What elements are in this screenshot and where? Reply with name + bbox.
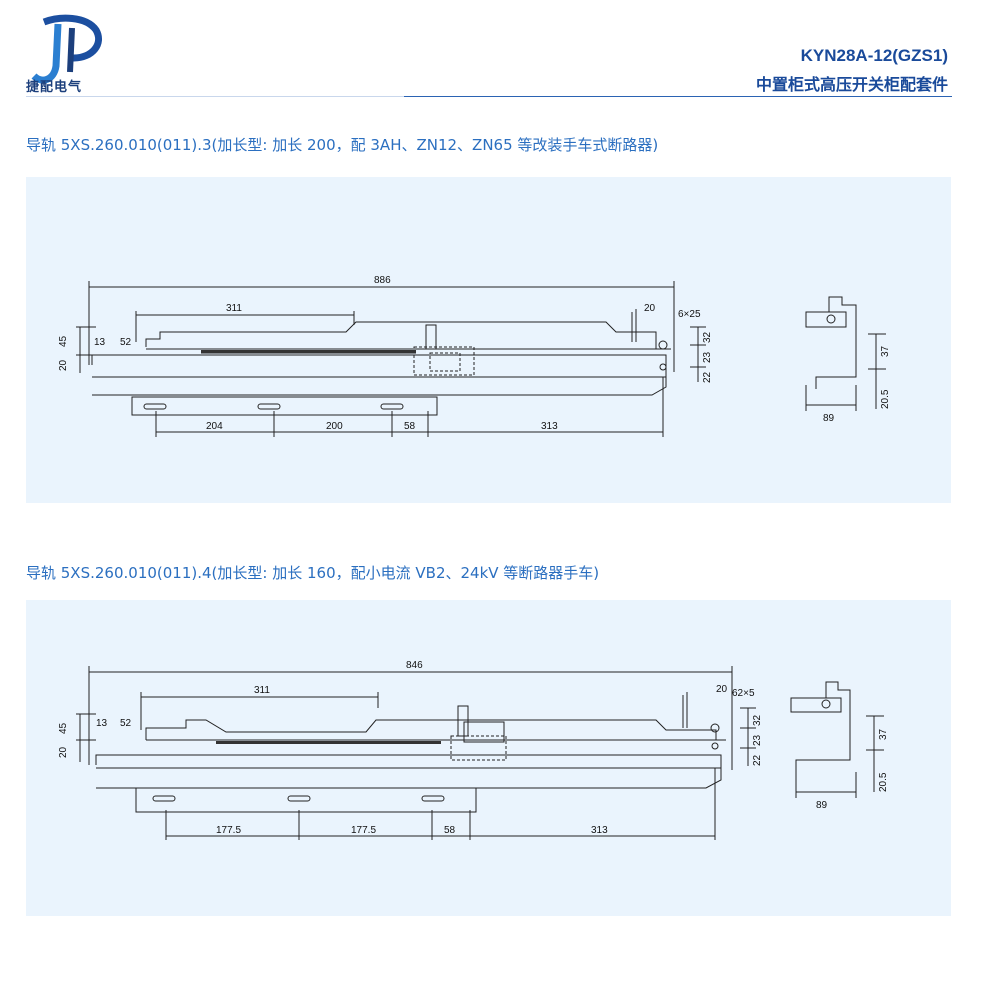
dim-23: 23 (702, 351, 713, 363)
dim-side-37: 37 (878, 728, 889, 740)
dim-bottom-3: 58 (444, 825, 456, 836)
header-divider-light (26, 96, 406, 97)
company-logo-icon (31, 14, 102, 84)
dim-overall: 886 (374, 275, 391, 286)
dim-overall: 846 (406, 660, 423, 671)
dim-bottom-4: 313 (541, 421, 558, 432)
dim-side-20-5: 20.5 (880, 389, 891, 409)
dim-slot: 6×25 (678, 309, 701, 320)
dim-side-89: 89 (823, 413, 835, 424)
dim-bottom-2: 177.5 (351, 825, 376, 836)
dim-top-span: 311 (254, 685, 270, 696)
rail-drawing-2: 846 311 20 62×5 13 52 45 20 32 23 22 177… (58, 660, 889, 840)
product-model: KYN28A-12(GZS1) (800, 46, 948, 65)
dim-13: 13 (94, 337, 106, 348)
rail-drawing-1: 886 311 20 6×25 13 52 45 20 32 23 22 204… (58, 275, 891, 437)
drawing-panel-1: 886 311 20 6×25 13 52 45 20 32 23 22 204… (26, 177, 951, 503)
dim-slot: 62×5 (732, 688, 755, 699)
dim-32: 32 (752, 714, 763, 726)
dim-tab: 20 (644, 303, 656, 314)
dim-45: 45 (58, 335, 69, 347)
drawing-panel-2: 846 311 20 62×5 13 52 45 20 32 23 22 177… (26, 600, 951, 916)
dim-bottom-2: 200 (326, 421, 343, 432)
product-subtitle: 中置柜式高压开关柜配套件 (755, 75, 948, 94)
header-divider (404, 96, 952, 97)
dim-52: 52 (120, 337, 132, 348)
dim-tab: 20 (716, 684, 728, 695)
dim-side-37: 37 (880, 345, 891, 357)
dim-top-span: 311 (226, 303, 242, 314)
dim-20: 20 (58, 359, 69, 371)
dim-22: 22 (702, 371, 713, 383)
section-2-title: 导轨 5XS.260.010(011).4(加长型: 加长 160，配小电流 V… (26, 564, 600, 582)
section-1-title: 导轨 5XS.260.010(011).3(加长型: 加长 200，配 3AH、… (26, 136, 659, 154)
dim-bottom-3: 58 (404, 421, 416, 432)
dim-side-20-5: 20.5 (878, 772, 889, 792)
dim-22: 22 (752, 754, 763, 766)
dim-32: 32 (702, 331, 713, 343)
dim-13: 13 (96, 718, 108, 729)
dim-45: 45 (58, 722, 69, 734)
dim-side-89: 89 (816, 800, 828, 811)
dim-23: 23 (752, 734, 763, 746)
dim-bottom-1: 204 (206, 421, 223, 432)
dim-52: 52 (120, 718, 132, 729)
dim-bottom-4: 313 (591, 825, 608, 836)
brand-name: 捷配电气 (26, 80, 83, 95)
dim-bottom-1: 177.5 (216, 825, 241, 836)
dim-20: 20 (58, 746, 69, 758)
